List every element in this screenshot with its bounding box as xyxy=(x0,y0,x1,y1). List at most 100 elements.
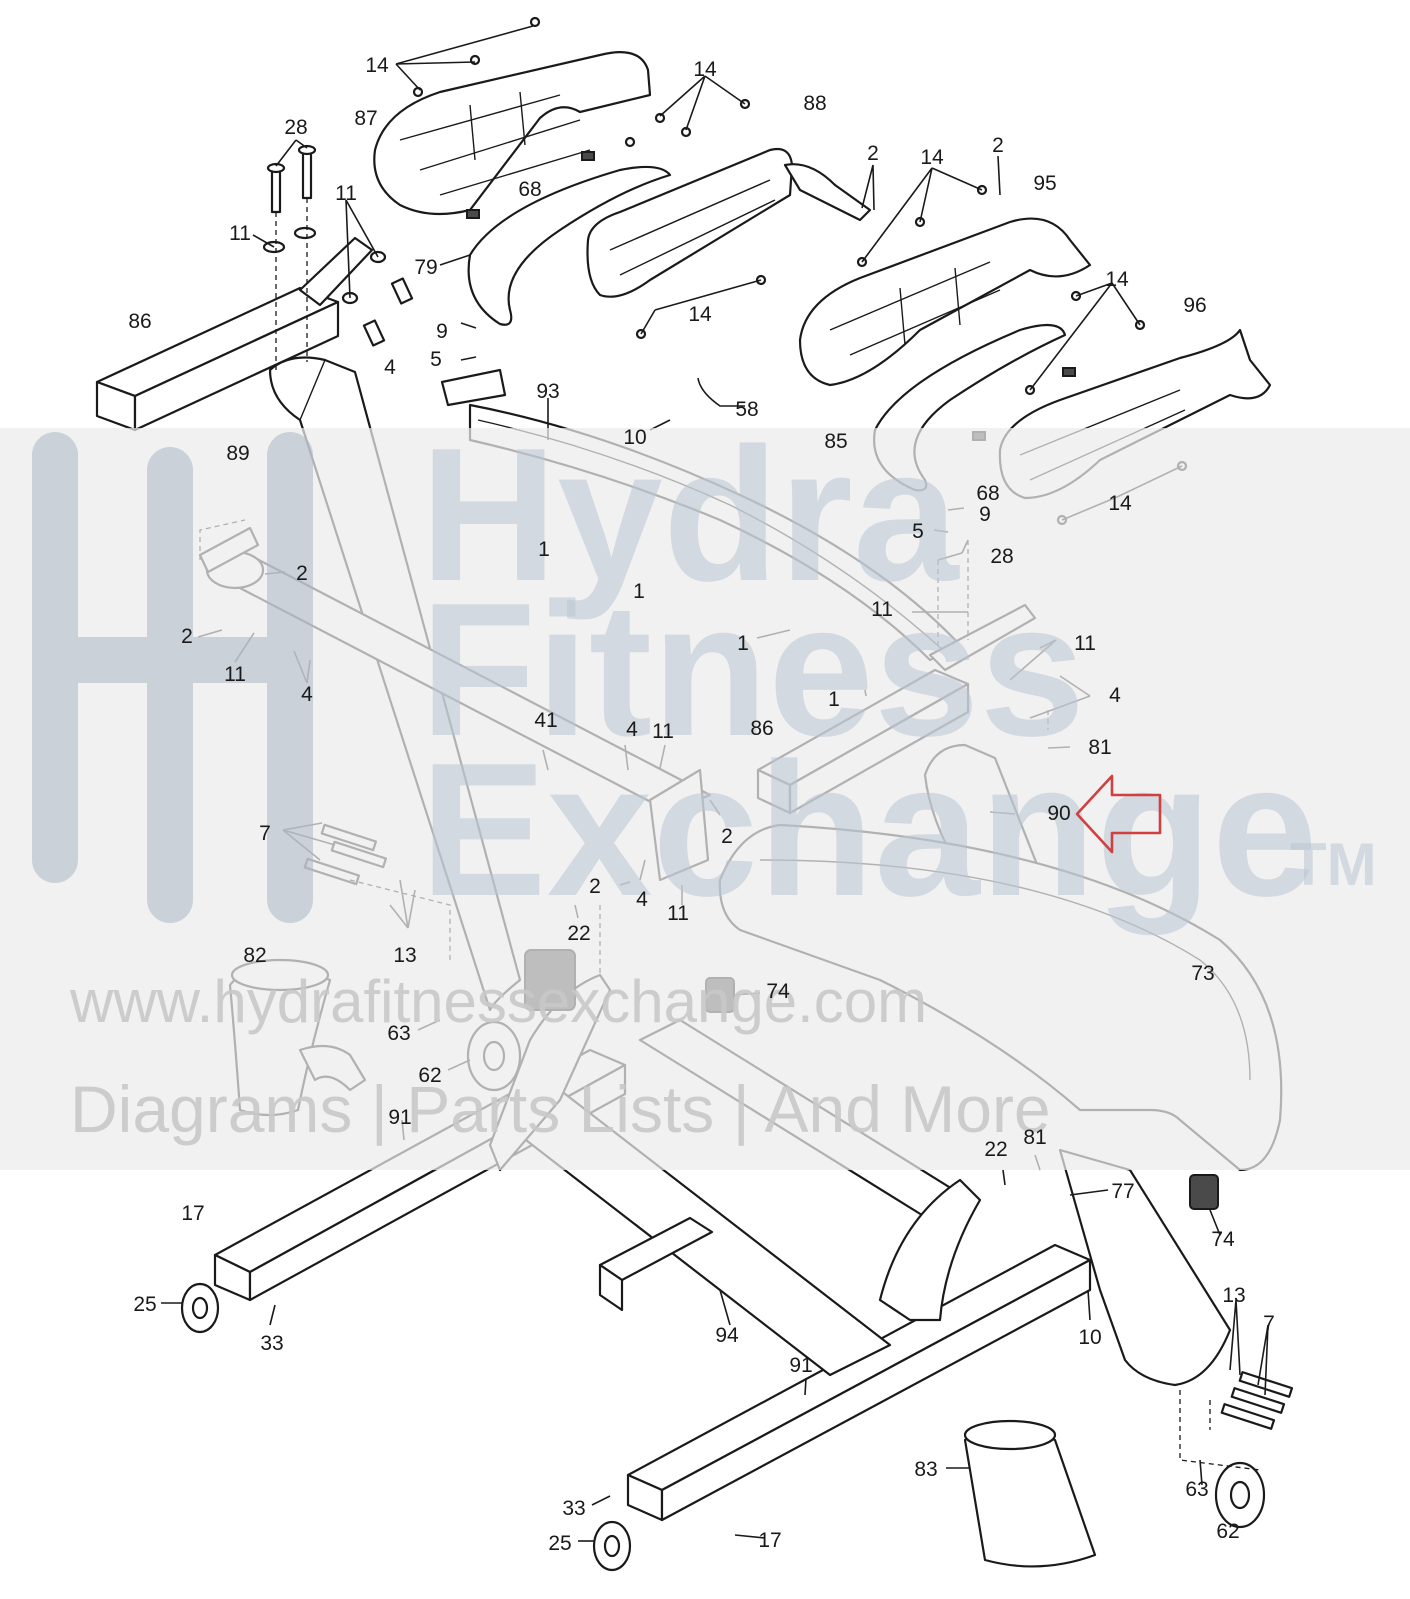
callout-14: 14 xyxy=(1108,492,1132,515)
callout-33: 33 xyxy=(562,1497,585,1520)
callout-95: 95 xyxy=(1033,172,1056,195)
callout-1: 1 xyxy=(828,688,840,711)
part-28-bolts-left xyxy=(266,144,317,214)
callout-7: 7 xyxy=(259,822,271,845)
callout-2: 2 xyxy=(589,875,601,898)
callout-93: 93 xyxy=(536,380,559,403)
callout-89: 89 xyxy=(226,442,249,465)
callout-4: 4 xyxy=(301,683,313,706)
callout-68: 68 xyxy=(518,178,541,201)
callout-81: 81 xyxy=(1023,1126,1046,1149)
callout-10: 10 xyxy=(1078,1326,1101,1349)
callout-10: 10 xyxy=(623,426,646,449)
callout-63: 63 xyxy=(1185,1478,1208,1501)
callout-11: 11 xyxy=(335,182,357,205)
watermark-line2: Fitness xyxy=(420,564,1085,776)
callout-58: 58 xyxy=(735,398,758,421)
watermark-line3: Exchange xyxy=(420,724,1318,936)
callout-1: 1 xyxy=(538,538,550,561)
callout-14: 14 xyxy=(1105,268,1129,291)
callout-2: 2 xyxy=(992,134,1004,157)
callout-14: 14 xyxy=(693,58,717,81)
callout-85: 85 xyxy=(824,430,847,453)
part-91-right-rail xyxy=(626,1243,1092,1522)
callout-2: 2 xyxy=(181,625,193,648)
watermark-logo-icon xyxy=(32,432,313,923)
watermark-url: www.hydrafitnessexchange.com xyxy=(69,968,927,1035)
callout-63: 63 xyxy=(387,1022,410,1045)
callout-13: 13 xyxy=(393,944,416,967)
callout-7: 7 xyxy=(1263,1312,1275,1335)
callout-33: 33 xyxy=(260,1332,283,1355)
part-middle-shroud xyxy=(586,147,872,298)
callout-25: 25 xyxy=(133,1293,156,1316)
callout-28: 28 xyxy=(284,116,307,139)
callout-82: 82 xyxy=(243,944,266,967)
callout-14: 14 xyxy=(365,54,389,77)
callout-41: 41 xyxy=(534,709,557,732)
callout-14: 14 xyxy=(920,146,944,169)
callout-74: 74 xyxy=(766,980,790,1003)
callout-94: 94 xyxy=(715,1324,739,1347)
callout-4: 4 xyxy=(384,356,396,379)
callout-5: 5 xyxy=(430,348,442,371)
callout-73: 73 xyxy=(1191,962,1214,985)
callout-11: 11 xyxy=(667,902,689,925)
callout-22: 22 xyxy=(984,1138,1007,1161)
callout-25: 25 xyxy=(548,1532,571,1555)
part-62-roller-right xyxy=(1214,1461,1266,1529)
part-95-right-shroud xyxy=(798,217,1092,387)
part-86-upper-tube xyxy=(95,236,374,432)
callout-86: 86 xyxy=(128,310,151,333)
callout-81: 81 xyxy=(1088,736,1111,759)
highlight-arrow-icon xyxy=(1075,774,1162,854)
watermark: Hydra Fitness Exchange TM www.hydrafitne… xyxy=(0,409,1410,1170)
callout-4: 4 xyxy=(636,888,648,911)
callout-74: 74 xyxy=(1211,1228,1235,1251)
callout-22: 22 xyxy=(567,922,590,945)
callout-4: 4 xyxy=(626,718,638,741)
callout-17: 17 xyxy=(758,1529,781,1552)
callout-1: 1 xyxy=(633,580,645,603)
callout-2: 2 xyxy=(296,562,308,585)
watermark-band xyxy=(0,428,1410,1170)
part-25-wheel-right xyxy=(592,1520,632,1572)
part-4-bolts-left xyxy=(362,277,414,347)
watermark-tagline: Diagrams | Parts Lists | And More xyxy=(70,1072,1051,1146)
part-79-left-cover xyxy=(467,165,672,326)
callout-62: 62 xyxy=(1216,1520,1239,1543)
callout-11: 11 xyxy=(224,663,246,686)
callout-28: 28 xyxy=(990,545,1013,568)
callout-17: 17 xyxy=(181,1202,204,1225)
watermark-line1: Hydra xyxy=(420,409,960,621)
watermark-tm: TM xyxy=(1290,831,1377,898)
part-25-wheel-left xyxy=(180,1282,220,1334)
callout-83: 83 xyxy=(914,1458,937,1481)
part-87-left-shroud xyxy=(373,51,652,219)
callout-90: 90 xyxy=(1047,802,1070,825)
part-83-right-shield xyxy=(963,1419,1097,1568)
callout-11: 11 xyxy=(1074,632,1096,655)
callout-2: 2 xyxy=(721,825,733,848)
callout-62: 62 xyxy=(418,1064,441,1087)
callout-88: 88 xyxy=(803,92,826,115)
callout-5: 5 xyxy=(912,520,924,543)
callout-14: 14 xyxy=(688,303,712,326)
callout-9: 9 xyxy=(979,503,991,526)
callout-91: 91 xyxy=(789,1354,812,1377)
callout-79: 79 xyxy=(414,256,437,279)
callout-87: 87 xyxy=(354,107,377,130)
callout-1: 1 xyxy=(737,632,749,655)
callout-13: 13 xyxy=(1222,1284,1245,1307)
callout-96: 96 xyxy=(1183,294,1206,317)
callout-11: 11 xyxy=(871,598,893,621)
callout-11: 11 xyxy=(652,720,674,743)
callout-11: 11 xyxy=(229,222,251,245)
callout-2: 2 xyxy=(867,142,879,165)
callout-4: 4 xyxy=(1109,684,1121,707)
callout-91: 91 xyxy=(388,1106,411,1129)
callout-9: 9 xyxy=(436,320,448,343)
